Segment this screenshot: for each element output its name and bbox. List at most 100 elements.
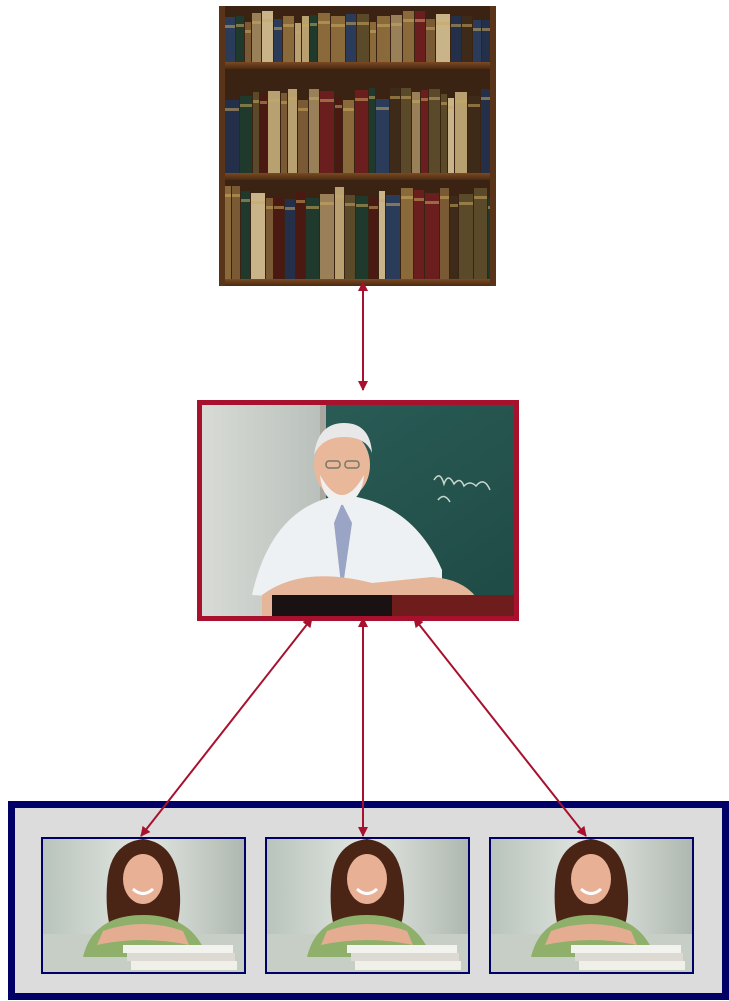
book-spine <box>473 20 481 62</box>
book-spine <box>335 187 344 279</box>
book-spine <box>232 186 240 279</box>
book-spine <box>370 22 376 62</box>
book-spine <box>401 188 413 279</box>
shelf-row <box>225 186 490 279</box>
book-spine-band <box>274 27 282 30</box>
book-spine-band <box>425 201 439 204</box>
book-spine <box>415 11 425 62</box>
book-spine-band <box>488 206 490 209</box>
book-spine-band <box>473 28 481 31</box>
book-spine <box>266 198 273 279</box>
book-spine-band <box>401 96 411 99</box>
book-spine <box>296 192 305 279</box>
book-spine <box>426 19 435 62</box>
book-spine <box>281 93 287 173</box>
book-spine-band <box>225 194 231 197</box>
book-spine <box>343 100 354 173</box>
book-spine-band <box>455 100 467 103</box>
book-spine-band <box>369 206 378 209</box>
book-spine <box>274 198 284 279</box>
book-spine-band <box>370 30 376 33</box>
book-spine-band <box>386 203 400 206</box>
book-spine-band <box>412 100 420 103</box>
book-spine-band <box>345 203 355 206</box>
book-spine <box>474 188 487 279</box>
shelf-board <box>219 173 496 180</box>
book-spine-band <box>251 201 265 204</box>
book-spine-band <box>390 96 400 99</box>
shelf-board <box>219 279 496 286</box>
book-spine-band <box>318 21 330 24</box>
book-spine-band <box>403 19 414 22</box>
book-spine <box>331 16 345 62</box>
book-spine-band <box>440 196 449 199</box>
book-spine <box>412 92 420 173</box>
book-spine <box>482 20 490 62</box>
book-spine <box>298 100 308 173</box>
book-spine-band <box>288 97 297 100</box>
book-spine <box>285 199 295 279</box>
book-spine-band <box>343 108 354 111</box>
bookshelf-image <box>219 6 496 286</box>
student-image <box>41 837 246 974</box>
book-spine-band <box>414 198 424 201</box>
book-spine-band <box>451 24 461 27</box>
book-spine-band <box>335 195 344 198</box>
book-spine-band <box>391 23 402 26</box>
book-spine-band <box>481 97 490 100</box>
book-spine <box>448 98 454 173</box>
book-spine-band <box>415 19 425 22</box>
book-spine-band <box>448 106 454 109</box>
book-spine <box>245 22 251 62</box>
book-spine <box>253 92 259 173</box>
teacher-image <box>202 405 514 616</box>
book-spine <box>240 96 252 173</box>
book-spine-band <box>369 96 375 99</box>
book-spine <box>391 15 402 62</box>
book-spine-band <box>252 21 261 24</box>
book-spine-band <box>283 24 294 27</box>
book-spine <box>225 186 231 279</box>
shelf-row <box>225 88 490 173</box>
book-spine-band <box>426 27 435 30</box>
book-spine-band <box>253 100 259 103</box>
book-spine <box>320 194 334 279</box>
book-spine <box>436 14 450 62</box>
book-spine-band <box>274 206 284 209</box>
book-spine <box>451 16 461 62</box>
book-spine <box>357 14 369 62</box>
book-spine <box>429 89 440 173</box>
book-spine-band <box>260 101 267 104</box>
book-spine-band <box>377 24 390 27</box>
book-spine <box>459 194 473 279</box>
book-spine <box>440 188 449 279</box>
book-spine-band <box>306 206 319 209</box>
book-spine-band <box>356 204 368 207</box>
book-spine <box>441 94 447 173</box>
book-spine <box>288 89 297 173</box>
book-spine <box>369 198 378 279</box>
book-spine <box>306 198 319 279</box>
book-spine <box>309 89 319 173</box>
book-spine-band <box>320 99 334 102</box>
book-spine <box>462 16 472 62</box>
book-spine-band <box>236 24 244 27</box>
book-spine <box>390 88 400 173</box>
book-spine-band <box>302 24 309 27</box>
book-spine-band <box>296 200 305 203</box>
book-spine <box>262 11 273 62</box>
book-spine-band <box>240 104 252 107</box>
book-spine-band <box>298 108 308 111</box>
book-spine <box>274 19 282 62</box>
book-spine-band <box>331 24 345 27</box>
book-spine <box>377 16 390 62</box>
shelf-board <box>219 62 496 69</box>
book-spine <box>421 90 428 173</box>
book-spine-band <box>335 105 342 108</box>
book-spine <box>241 191 250 279</box>
book-spine-band <box>459 202 473 205</box>
shelf-row <box>225 11 490 62</box>
book-spine <box>376 99 389 173</box>
book-spine <box>414 190 424 279</box>
book-spine <box>425 193 439 279</box>
